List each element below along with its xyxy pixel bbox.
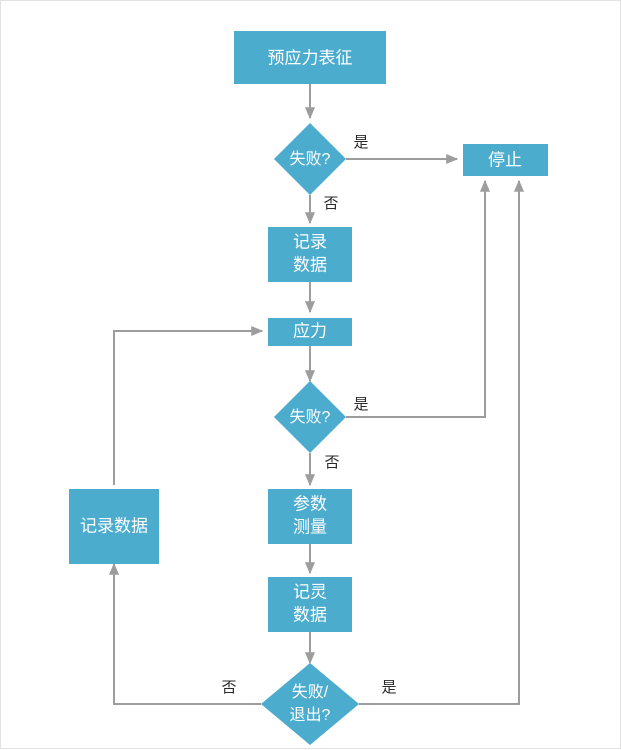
node-record2[interactable]: 记灵 数据 xyxy=(268,577,352,632)
edge-record-left-to-stress xyxy=(113,325,264,485)
node-fail1[interactable]: 失败? xyxy=(274,123,346,195)
edge-label-fail3-no: 否 xyxy=(221,679,236,696)
node-fail3[interactable]: 失败/ 退出? xyxy=(261,663,359,745)
node-prestress[interactable]: 预应力表征 xyxy=(234,31,386,84)
node-record2-shape[interactable] xyxy=(268,577,352,632)
node-fail1-shape[interactable] xyxy=(274,123,346,195)
node-fail2[interactable]: 失败? xyxy=(274,381,346,453)
node-fail2-shape[interactable] xyxy=(274,381,346,453)
node-record1-shape[interactable] xyxy=(268,227,352,282)
node-record1-label-line1: 记录 xyxy=(293,232,327,251)
node-record-left-label: 记录数据 xyxy=(80,516,148,535)
node-fail3-shape[interactable] xyxy=(261,663,359,745)
node-prestress-label: 预应力表征 xyxy=(268,48,353,67)
node-record1[interactable]: 记录 数据 xyxy=(268,227,352,282)
node-stress-label: 应力 xyxy=(293,321,327,340)
edges-layer xyxy=(108,84,525,705)
node-stress[interactable]: 应力 xyxy=(268,318,352,346)
node-stress-shape[interactable] xyxy=(268,318,352,346)
node-fail1-label: 失败? xyxy=(290,150,331,168)
edge-label-fail1-no: 否 xyxy=(323,195,338,212)
node-stop-shape[interactable] xyxy=(463,144,548,176)
node-measure-label-line2: 测量 xyxy=(293,517,327,536)
edge-label-fail2-yes: 是 xyxy=(353,396,368,413)
node-measure-shape[interactable] xyxy=(268,489,352,544)
nodes-layer: 预应力表征 失败? 停止 记录 数据 应力 xyxy=(69,31,548,745)
edge-label-fail1-yes: 是 xyxy=(353,134,368,151)
node-record-left[interactable]: 记录数据 xyxy=(69,489,159,564)
node-stop-label: 停止 xyxy=(488,150,522,169)
node-fail3-label-line1: 失败/ xyxy=(292,683,329,701)
edge-labels-layer: 是 否 是 否 是 否 xyxy=(221,134,396,696)
node-fail3-label-line2: 退出? xyxy=(290,706,331,724)
node-measure-label-line1: 参数 xyxy=(293,494,327,513)
edge-fail3-yes-to-stop xyxy=(359,179,525,705)
edge-fail3-no-to-record-left xyxy=(108,562,261,705)
node-record2-label-line2: 数据 xyxy=(293,605,327,624)
node-record-left-shape[interactable] xyxy=(69,489,159,564)
edge-label-fail3-yes: 是 xyxy=(381,679,396,696)
edge-fail2-yes-to-stop xyxy=(346,179,491,418)
edge-label-fail2-no: 否 xyxy=(324,454,339,471)
node-prestress-shape[interactable] xyxy=(234,31,386,84)
node-fail2-label: 失败? xyxy=(290,408,331,426)
node-record1-label-line2: 数据 xyxy=(293,255,327,274)
node-measure[interactable]: 参数 测量 xyxy=(268,489,352,544)
node-record2-label-line1: 记灵 xyxy=(293,582,327,601)
node-stop[interactable]: 停止 xyxy=(463,144,548,176)
